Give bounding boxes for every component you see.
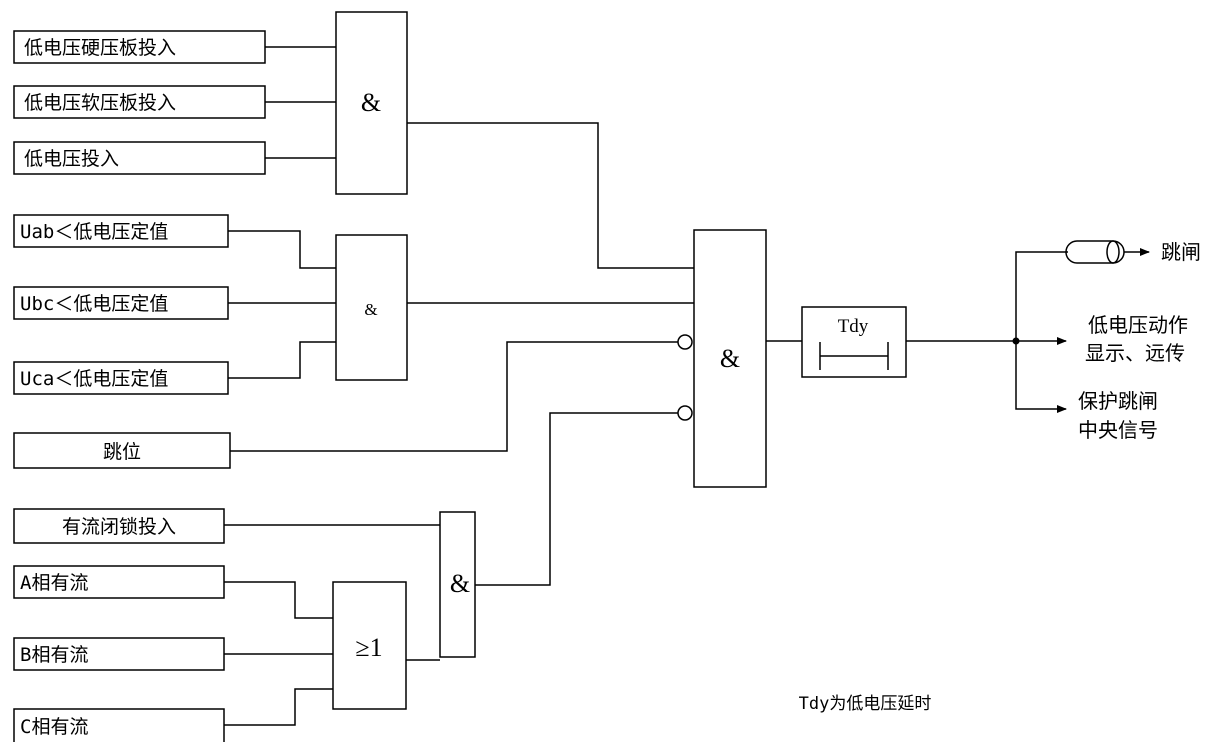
or-gate-phase bbox=[332, 581, 407, 710]
label-uab-low: Uab＜低电压定值 bbox=[20, 221, 168, 243]
label-phase-b-current: B相有流 bbox=[20, 644, 88, 666]
label-uca-low: Uca＜低电压定值 bbox=[20, 368, 168, 390]
label-phase-a-current: A相有流 bbox=[20, 572, 88, 594]
gate-label-and-current: & bbox=[450, 569, 470, 598]
trip-relay-capsule bbox=[1065, 240, 1125, 264]
and-gate-main bbox=[693, 229, 767, 488]
output-label-protect-line2: 中央信号 bbox=[1078, 418, 1158, 442]
timer-label: Tdy bbox=[838, 316, 869, 337]
and-gate-enable bbox=[335, 11, 408, 195]
wire-enable-and-to-main bbox=[407, 122, 694, 269]
wire-phase-c-current bbox=[224, 688, 333, 726]
gate-label-and-enable: & bbox=[361, 88, 381, 117]
input-box-phase-c-current bbox=[13, 708, 225, 742]
wire-uab-low bbox=[228, 230, 336, 269]
wire-uca-low bbox=[228, 341, 336, 379]
output-label-protect-line1: 保护跳闸 bbox=[1078, 389, 1158, 413]
wire-to-trip-output bbox=[1015, 251, 1068, 341]
timer-box bbox=[801, 306, 907, 378]
output-label-lv-action-line2: 显示、远传 bbox=[1085, 341, 1185, 365]
input-box-current-lock-enable bbox=[13, 508, 225, 544]
label-current-lock-enable: 有流闭锁投入 bbox=[62, 516, 176, 538]
and-gate-voltage bbox=[335, 234, 408, 381]
wire-current-and-to-main bbox=[475, 412, 678, 586]
inverter-bubble-trip-position bbox=[677, 334, 693, 350]
gate-label-and-main: & bbox=[720, 344, 740, 373]
output-label-lv-action-line1: 低电压动作 bbox=[1088, 313, 1188, 337]
label-phase-c-current: C相有流 bbox=[20, 716, 88, 738]
inverter-bubble-current-lock bbox=[677, 405, 693, 421]
wire-trip-position bbox=[230, 341, 678, 452]
label-ubc-low: Ubc＜低电压定值 bbox=[20, 293, 168, 315]
gate-label-and-voltage: & bbox=[364, 300, 377, 319]
label-lv-enable: 低电压投入 bbox=[24, 148, 119, 170]
label-trip-position: 跳位 bbox=[103, 441, 141, 463]
label-lv-soft-plate: 低电压软压板投入 bbox=[24, 92, 176, 114]
output-label-trip: 跳闸 bbox=[1161, 240, 1201, 264]
trip-relay-capsule-inner-arc bbox=[1106, 240, 1120, 264]
label-lv-hard-plate: 低电压硬压板投入 bbox=[24, 37, 176, 59]
wire-protect-output bbox=[1015, 341, 1067, 413]
note-tdy-description: Tdy为低电压延时 bbox=[799, 694, 932, 714]
wire-phase-a-current bbox=[224, 581, 333, 619]
output-junction-dot bbox=[1012, 337, 1020, 345]
gate-label-or-phase: ≥1 bbox=[355, 633, 382, 662]
